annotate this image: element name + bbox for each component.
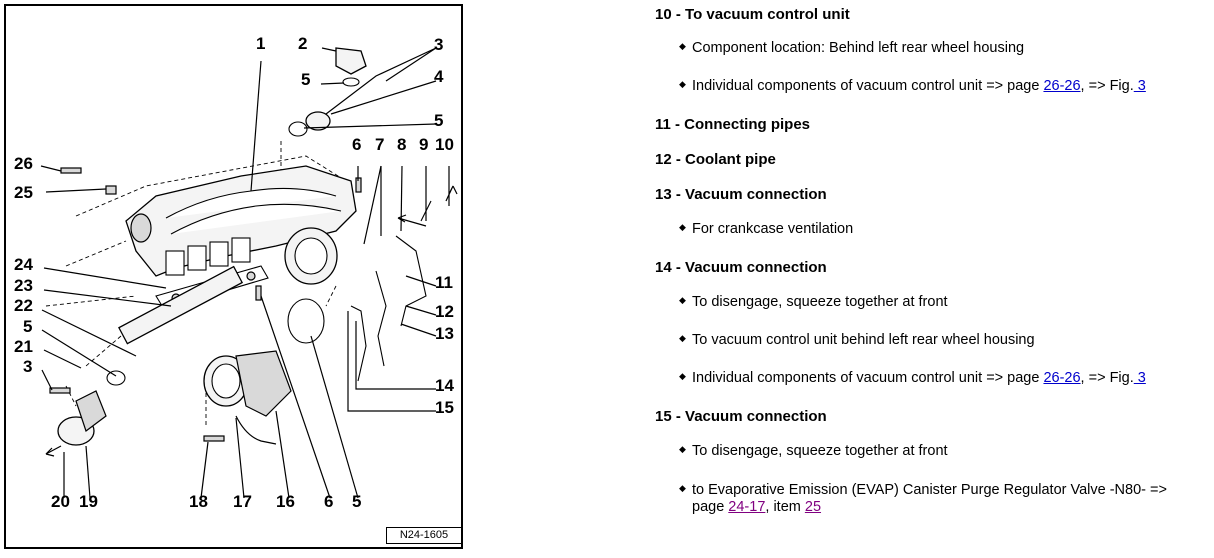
callout-13: 13 <box>435 324 454 343</box>
callout-20: 20 <box>51 492 70 511</box>
bullet-text: Individual components of vacuum control … <box>692 370 1146 386</box>
callout-6-top: 6 <box>352 135 361 154</box>
figure-reference-code: N24-1605 <box>386 527 462 544</box>
item-link[interactable]: 25 <box>804 499 822 515</box>
intake-manifold <box>125 165 357 277</box>
bolts <box>49 167 362 442</box>
callout-9: 9 <box>419 135 428 154</box>
bullet-icon: ◆ <box>679 483 686 493</box>
bullet-text: For crankcase ventilation <box>692 221 854 237</box>
callout-numbers: 1 2 3 5 4 5 6 7 8 9 10 26 25 24 23 22 5 … <box>14 34 454 511</box>
bullet-text: To disengage, squeeze together at front <box>692 443 948 459</box>
item-heading-15: 15 - Vacuum connection <box>655 408 827 425</box>
callout-25: 25 <box>14 183 33 202</box>
callout-10: 10 <box>435 135 454 154</box>
callout-21: 21 <box>14 337 33 356</box>
exploded-view-diagram: 1 2 3 5 4 5 6 7 8 9 10 26 25 24 23 22 5 … <box>4 4 463 549</box>
bullet-icon: ◆ <box>679 333 686 343</box>
page-link[interactable]: 26-26 <box>1043 370 1081 386</box>
bullet-text: To vacuum control unit behind left rear … <box>692 332 1035 348</box>
callout-5-bottom: 5 <box>352 492 361 511</box>
callout-18: 18 <box>189 492 208 511</box>
callout-4: 4 <box>434 67 444 86</box>
callout-16: 16 <box>276 492 295 511</box>
callout-23: 23 <box>14 276 33 295</box>
bullet-text: Individual components of vacuum control … <box>692 78 1146 94</box>
callout-17: 17 <box>233 492 252 511</box>
top-cap-and-connector <box>288 47 367 137</box>
intake-manifold-illustration: 1 2 3 5 4 5 6 7 8 9 10 26 25 24 23 22 5 … <box>14 34 458 511</box>
bullet-icon: ◆ <box>679 79 686 89</box>
figure-link[interactable]: 3 <box>1133 78 1146 94</box>
callout-8: 8 <box>397 135 406 154</box>
callout-5-upper: 5 <box>434 111 443 130</box>
callout-15: 15 <box>435 398 454 417</box>
item-heading-14: 14 - Vacuum connection <box>655 259 827 276</box>
bullet-icon: ◆ <box>679 371 686 381</box>
callout-24: 24 <box>14 255 33 274</box>
page-link[interactable]: 26-26 <box>1043 78 1081 94</box>
bullet-icon: ◆ <box>679 41 686 51</box>
callout-12: 12 <box>435 302 454 321</box>
vacuum-actuator <box>45 390 107 457</box>
item-heading-11: 11 - Connecting pipes <box>655 116 811 133</box>
adjusting-shaft <box>106 265 244 386</box>
callout-7: 7 <box>375 135 384 154</box>
item-heading-10: 10 - To vacuum control unit <box>655 6 850 23</box>
callout-3-left: 3 <box>23 357 32 376</box>
figure-link[interactable]: 3 <box>1133 370 1146 386</box>
bullet-text: Component location: Behind left rear whe… <box>692 40 1025 56</box>
page-link[interactable]: 24-17 <box>728 499 766 515</box>
callout-5-top: 5 <box>301 70 310 89</box>
callout-14: 14 <box>435 376 454 395</box>
callout-6-bottom: 6 <box>324 492 333 511</box>
callout-5-left: 5 <box>23 317 32 336</box>
bullet-icon: ◆ <box>679 222 686 232</box>
callout-11: 11 <box>435 273 453 292</box>
bullet-text: to Evaporative Emission (EVAP) Canister … <box>692 482 1167 515</box>
vacuum-and-coolant-pipes <box>350 185 458 382</box>
callout-1: 1 <box>256 34 265 53</box>
bullet-icon: ◆ <box>679 295 686 305</box>
callout-3: 3 <box>434 35 443 54</box>
callout-19: 19 <box>79 492 98 511</box>
callout-22: 22 <box>14 296 33 315</box>
bullet-icon: ◆ <box>679 444 686 454</box>
leader-lines <box>40 47 450 499</box>
callout-2: 2 <box>298 34 307 53</box>
throttle-valve-module <box>203 350 292 445</box>
throttle-housing <box>284 227 338 344</box>
item-heading-13: 13 - Vacuum connection <box>655 186 827 203</box>
bullet-text: To disengage, squeeze together at front <box>692 294 948 310</box>
callout-26: 26 <box>14 154 33 173</box>
item-heading-12: 12 - Coolant pipe <box>655 151 776 168</box>
